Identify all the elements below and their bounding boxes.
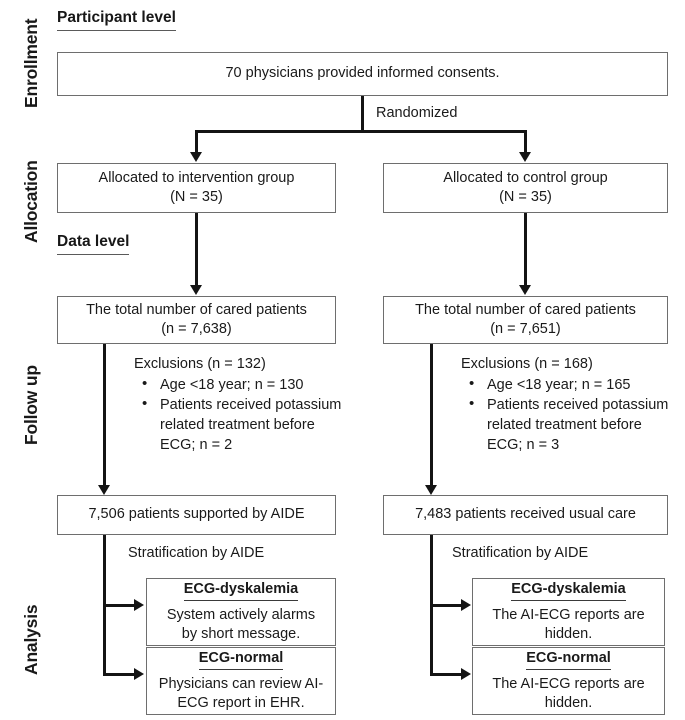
stage-label-analysis: Analysis xyxy=(21,604,41,675)
connector-stratify-arm-right-2 xyxy=(430,673,463,676)
exclusions-control: Exclusions (n = 168) • Age <18 year; n =… xyxy=(461,354,676,455)
connector-enrollment-stem xyxy=(361,96,364,132)
exclusions-control-item-2: • Patients received potassium related tr… xyxy=(461,395,676,455)
allocation-intervention-line2: (N = 35) xyxy=(170,189,223,205)
analysis-summary-box-intervention: 7,506 patients supported by AIDE xyxy=(57,495,336,535)
allocation-control-line1: Allocated to control group xyxy=(443,169,608,186)
strata-control-normal-line1: The AI-ECG reports are xyxy=(492,676,645,693)
arrow-branch-right xyxy=(519,152,531,162)
allocation-box-control: Allocated to control group (N = 35) xyxy=(383,163,668,213)
strata-intervention-normal-line1: Physicians can review AI- xyxy=(158,676,324,693)
connector-branch-left xyxy=(195,130,198,154)
strata-intervention-dyskalemia-title: ECG-dyskalemia xyxy=(183,580,299,602)
connector-branch-right xyxy=(524,130,527,154)
arrow-alloc-to-followup-right xyxy=(519,285,531,295)
strata-control-dyskalemia-body: The AI-ECG reports are hidden. xyxy=(492,606,644,644)
strata-box-control-dyskalemia: ECG-dyskalemia The AI-ECG reports are hi… xyxy=(472,578,665,646)
connector-alloc-to-followup-right xyxy=(524,213,527,286)
connector-stratify-arm-left-1 xyxy=(103,604,136,607)
strata-intervention-dyskalemia-line2: by short message. xyxy=(181,626,301,643)
header-participant-level: Participant level xyxy=(57,9,176,31)
stratification-label-control: Stratification by AIDE xyxy=(452,545,589,561)
bullet-icon: • xyxy=(142,375,148,392)
strata-box-control-normal: ECG-normal The AI-ECG reports are hidden… xyxy=(472,647,665,715)
strata-control-normal-title: ECG-normal xyxy=(526,649,611,671)
exclusions-control-item-2-text: Patients received potassium related trea… xyxy=(487,397,669,453)
strata-control-dyskalemia-title: ECG-dyskalemia xyxy=(511,580,626,602)
exclusions-intervention-item-1-text: Age <18 year; n = 130 xyxy=(160,377,304,393)
strata-intervention-normal-line2: ECG report in EHR. xyxy=(177,695,305,712)
allocation-box-intervention: Allocated to intervention group (N = 35) xyxy=(57,163,336,213)
connector-stratify-arm-left-2 xyxy=(103,673,136,676)
stage-label-enrollment: Enrollment xyxy=(21,18,41,108)
arrow-stratify-right-2 xyxy=(461,668,471,680)
strata-control-normal-body: The AI-ECG reports are hidden. xyxy=(492,675,644,713)
exclusions-control-item-1: • Age <18 year; n = 165 xyxy=(461,375,676,395)
stratification-label-intervention: Stratification by AIDE xyxy=(128,545,265,561)
arrow-branch-left xyxy=(190,152,202,162)
arrow-followup-to-analysis-left xyxy=(98,485,110,495)
strata-intervention-dyskalemia-line1: System actively alarms xyxy=(166,607,316,624)
arrow-stratify-left-2 xyxy=(134,668,144,680)
strata-box-intervention-dyskalemia: ECG-dyskalemia System actively alarms by… xyxy=(146,578,336,646)
randomized-label: Randomized xyxy=(376,105,458,121)
strata-control-normal-line2: hidden. xyxy=(544,695,593,712)
exclusions-intervention: Exclusions (n = 132) • Age <18 year; n =… xyxy=(134,354,349,455)
connector-alloc-to-followup-left xyxy=(195,213,198,286)
followup-box-control: The total number of cared patients (n = … xyxy=(383,296,668,344)
exclusions-intervention-item-2-text: Patients received potassium related trea… xyxy=(160,397,342,453)
allocation-control-line2: (N = 35) xyxy=(499,189,552,205)
enrollment-box-text: 70 physicians provided informed consents… xyxy=(225,65,500,82)
analysis-summary-intervention-text: 7,506 patients supported by AIDE xyxy=(88,506,305,523)
exclusions-intervention-head: Exclusions (n = 132) xyxy=(134,356,266,372)
bullet-icon: • xyxy=(469,375,475,392)
header-data-level: Data level xyxy=(57,233,130,255)
connector-followup-to-analysis-left xyxy=(103,344,106,486)
followup-intervention-line2: (n = 7,638) xyxy=(161,321,232,337)
exclusions-control-item-1-text: Age <18 year; n = 165 xyxy=(487,377,631,393)
stage-label-allocation: Allocation xyxy=(21,160,41,243)
enrollment-box: 70 physicians provided informed consents… xyxy=(57,52,668,96)
arrow-stratify-left-1 xyxy=(134,599,144,611)
followup-control-line2: (n = 7,651) xyxy=(490,321,561,337)
arrow-alloc-to-followup-left xyxy=(190,285,202,295)
arrow-followup-to-analysis-right xyxy=(425,485,437,495)
bullet-icon: • xyxy=(142,395,148,412)
connector-stratify-arm-right-1 xyxy=(430,604,463,607)
strata-intervention-normal-body: Physicians can review AI- ECG report in … xyxy=(159,675,323,713)
strata-intervention-dyskalemia-body: System actively alarms by short message. xyxy=(167,606,315,644)
followup-control-line1: The total number of cared patients xyxy=(415,301,636,318)
strata-box-intervention-normal: ECG-normal Physicians can review AI- ECG… xyxy=(146,647,336,715)
arrow-stratify-right-1 xyxy=(461,599,471,611)
followup-box-intervention: The total number of cared patients (n = … xyxy=(57,296,336,344)
exclusions-control-head: Exclusions (n = 168) xyxy=(461,356,593,372)
allocation-intervention-line1: Allocated to intervention group xyxy=(98,169,295,186)
exclusions-intervention-item-1: • Age <18 year; n = 130 xyxy=(134,375,349,395)
connector-followup-to-analysis-right xyxy=(430,344,433,486)
connector-randomize-bar xyxy=(196,130,527,133)
strata-intervention-normal-title: ECG-normal xyxy=(198,649,284,671)
strata-control-dyskalemia-line1: The AI-ECG reports are xyxy=(492,607,645,624)
followup-intervention-line1: The total number of cared patients xyxy=(86,301,307,318)
exclusions-intervention-item-2: • Patients received potassium related tr… xyxy=(134,395,349,455)
stage-label-followup: Follow up xyxy=(21,365,41,445)
strata-control-dyskalemia-line2: hidden. xyxy=(544,626,593,643)
analysis-summary-box-control: 7,483 patients received usual care xyxy=(383,495,668,535)
bullet-icon: • xyxy=(469,395,475,412)
analysis-summary-control-text: 7,483 patients received usual care xyxy=(415,506,636,523)
